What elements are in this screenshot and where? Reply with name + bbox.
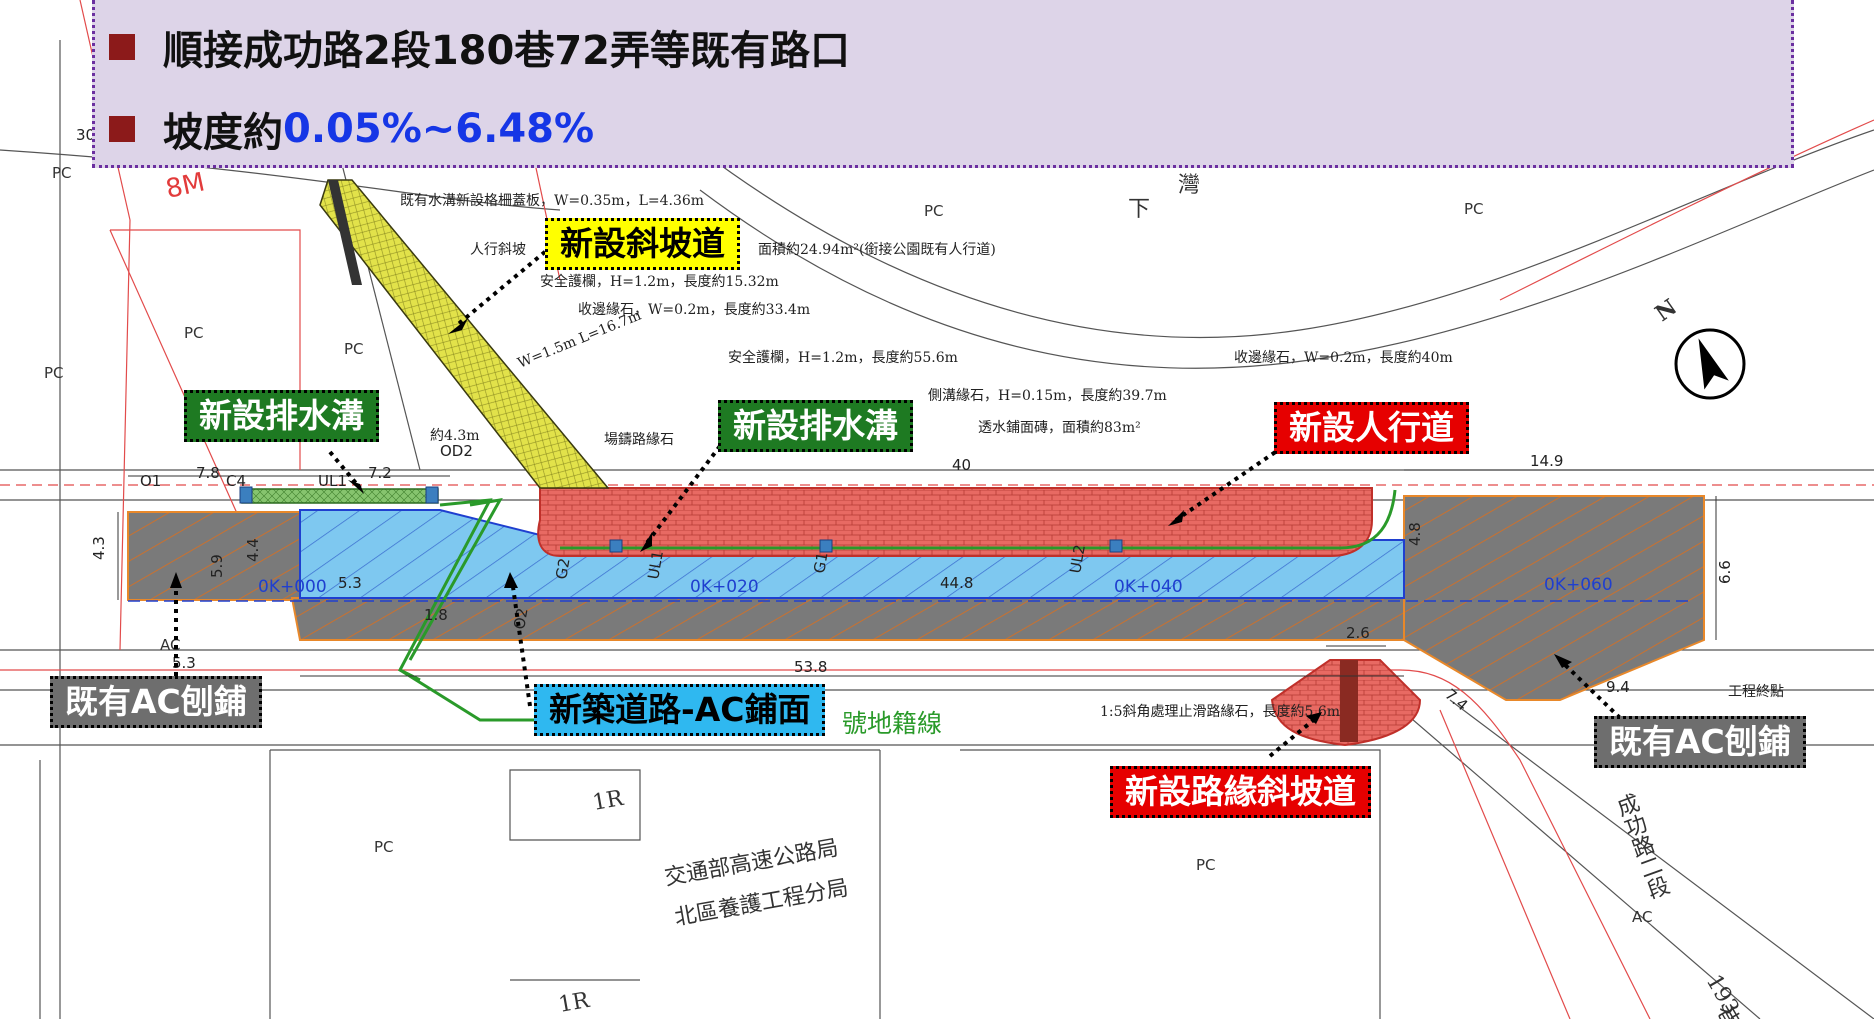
svg-text:4.3: 4.3 — [90, 536, 108, 560]
svg-text:UL1: UL1 — [318, 472, 347, 490]
svg-text:OD2: OD2 — [440, 442, 473, 460]
svg-text:0K+000: 0K+000 — [258, 577, 327, 597]
svg-text:透水鋪面磚，面積約83m²: 透水鋪面磚，面積約83m² — [978, 420, 1141, 436]
svg-text:O1: O1 — [140, 472, 161, 490]
svg-text:PC: PC — [924, 202, 944, 220]
existing-ac-areas — [127, 495, 1705, 701]
svg-text:PC: PC — [374, 838, 394, 856]
svg-text:0K+040: 0K+040 — [1114, 577, 1183, 597]
svg-text:30: 30 — [76, 126, 95, 144]
svg-text:安全護欄，H=1.2m，長度約15.32m: 安全護欄，H=1.2m，長度約15.32m — [540, 273, 779, 290]
svg-text:側溝緣石，H=0.15m，長度約39.7m: 側溝緣石，H=0.15m，長度約39.7m — [928, 388, 1167, 404]
callout-existing-ac-left: 既有AC刨鋪 — [50, 676, 262, 728]
svg-text:1R: 1R — [557, 988, 593, 1018]
svg-text:約4.3m: 約4.3m — [430, 428, 480, 444]
svg-text:PC: PC — [344, 340, 364, 358]
curb-ramp-center — [1340, 660, 1358, 742]
ac-main-strip — [290, 597, 1405, 641]
svg-text:1:5斜角處理止滑路緣石，長度約5.6m: 1:5斜角處理止滑路緣石，長度約5.6m — [1100, 703, 1340, 720]
svg-text:5.3: 5.3 — [338, 574, 362, 592]
dimension-lines — [117, 469, 1717, 677]
sidewalk-edge-line — [560, 489, 1397, 550]
svg-text:收邊緣石，W=0.2m，長度約33.4m: 收邊緣石，W=0.2m，長度約33.4m — [578, 302, 810, 318]
svg-text:1R: 1R — [591, 786, 627, 816]
svg-text:5.9: 5.9 — [208, 554, 226, 578]
svg-text:9.4: 9.4 — [1606, 678, 1630, 696]
svg-text:4.4: 4.4 — [244, 538, 262, 562]
svg-text:7.8: 7.8 — [196, 464, 220, 482]
new-drain-left — [241, 488, 439, 504]
new-ramp-area — [319, 179, 610, 489]
svg-text:工程終點: 工程終點 — [1728, 684, 1784, 700]
svg-text:AC: AC — [1632, 908, 1652, 926]
svg-text:7.2: 7.2 — [368, 464, 392, 482]
svg-text:UL2: UL2 — [1066, 543, 1089, 575]
svg-text:人行斜坡: 人行斜坡 — [470, 242, 526, 258]
svg-text:8M: 8M — [163, 167, 207, 204]
station-labels: 0K+000 0K+020 0K+040 0K+060 — [258, 575, 1613, 597]
svg-text:40: 40 — [952, 456, 971, 474]
svg-text:2.6: 2.6 — [1346, 624, 1370, 642]
svg-text:C4: C4 — [226, 472, 246, 490]
element-markers: O1 C4 UL1 OD2 G2 UL1 G1 UL2 O2 — [140, 442, 1089, 631]
slope-value: 0.05%~6.48% — [283, 106, 595, 152]
north-arrow-icon: N — [1651, 294, 1746, 400]
svg-text:成功路二段: 成功路二段 — [1610, 790, 1672, 903]
svg-text:53.8: 53.8 — [794, 658, 827, 676]
existing-drain-grate — [328, 180, 362, 285]
svg-text:0K+060: 0K+060 — [1544, 575, 1613, 595]
square-bullet-icon — [109, 116, 135, 142]
svg-text:PC: PC — [1464, 200, 1484, 218]
svg-text:0K+020: 0K+020 — [690, 577, 759, 597]
new-sidewalk-area — [537, 487, 1373, 557]
dimension-labels: 8M 30 7.8 7.2 14.9 4.3 5.9 4.4 5.3 5.3 1… — [76, 126, 1734, 714]
svg-text:AC: AC — [160, 636, 180, 654]
compass-label: N — [1651, 294, 1682, 327]
svg-text:PC: PC — [44, 364, 64, 382]
svg-text:下: 下 — [1128, 197, 1150, 222]
connection-description: 順接成功路2段180巷72弄等既有路口 — [163, 28, 850, 74]
svg-text:收邊緣石，W=0.2m，長度約40m: 收邊緣石，W=0.2m，長度約40m — [1234, 350, 1453, 366]
leader-arrows — [174, 244, 1622, 758]
drain-pits — [239, 486, 1123, 553]
svg-text:PC: PC — [52, 164, 72, 182]
callout-new-drain-mid: 新設排水溝 — [718, 400, 913, 452]
callout-new-ramp: 新設斜坡道 — [545, 218, 740, 270]
callout-new-road: 新築道路-AC鋪面 — [534, 684, 826, 736]
svg-text:G2: G2 — [552, 557, 573, 581]
svg-text:5.3: 5.3 — [172, 654, 196, 672]
svg-text:PC: PC — [1196, 856, 1216, 874]
callout-existing-ac-right: 既有AC刨鋪 — [1594, 716, 1806, 768]
leader-arrow-heads — [170, 318, 1572, 724]
ac-right-area — [1403, 495, 1705, 701]
svg-text:4.8: 4.8 — [1406, 522, 1424, 546]
svg-text:14.9: 14.9 — [1530, 452, 1563, 470]
svg-text:既有水溝新設格柵蓋板，W=0.35m，L=4.36m: 既有水溝新設格柵蓋板，W=0.35m，L=4.36m — [400, 193, 704, 209]
svg-text:灣: 灣 — [1178, 173, 1200, 198]
square-bullet-icon — [109, 34, 135, 60]
svg-text:1.8: 1.8 — [424, 606, 448, 624]
callout-new-curb-ramp: 新設路緣斜坡道 — [1110, 766, 1371, 818]
svg-text:G1: G1 — [810, 551, 831, 575]
slope-label: 坡度約 — [163, 110, 283, 156]
svg-text:6.6: 6.6 — [1716, 560, 1734, 584]
svg-text:44.8: 44.8 — [940, 574, 973, 592]
svg-text:PC: PC — [184, 324, 204, 342]
svg-text:安全護欄，H=1.2m，長度約55.6m: 安全護欄，H=1.2m，長度約55.6m — [728, 349, 958, 366]
bullet-line-1: 順接成功路2段180巷72弄等既有路口 — [109, 18, 850, 76]
svg-text:號地籍線: 號地籍線 — [842, 709, 942, 738]
callout-new-sidewalk: 新設人行道 — [1274, 402, 1469, 454]
svg-text:場鑄路緣石: 場鑄路緣石 — [604, 432, 674, 448]
callout-new-drain-left: 新設排水溝 — [184, 390, 379, 442]
svg-text:O2: O2 — [510, 607, 531, 631]
svg-text:面積約24.94m²(銜接公園既有人行道): 面積約24.94m²(銜接公園既有人行道) — [758, 241, 996, 258]
svg-text:UL1: UL1 — [644, 549, 667, 581]
